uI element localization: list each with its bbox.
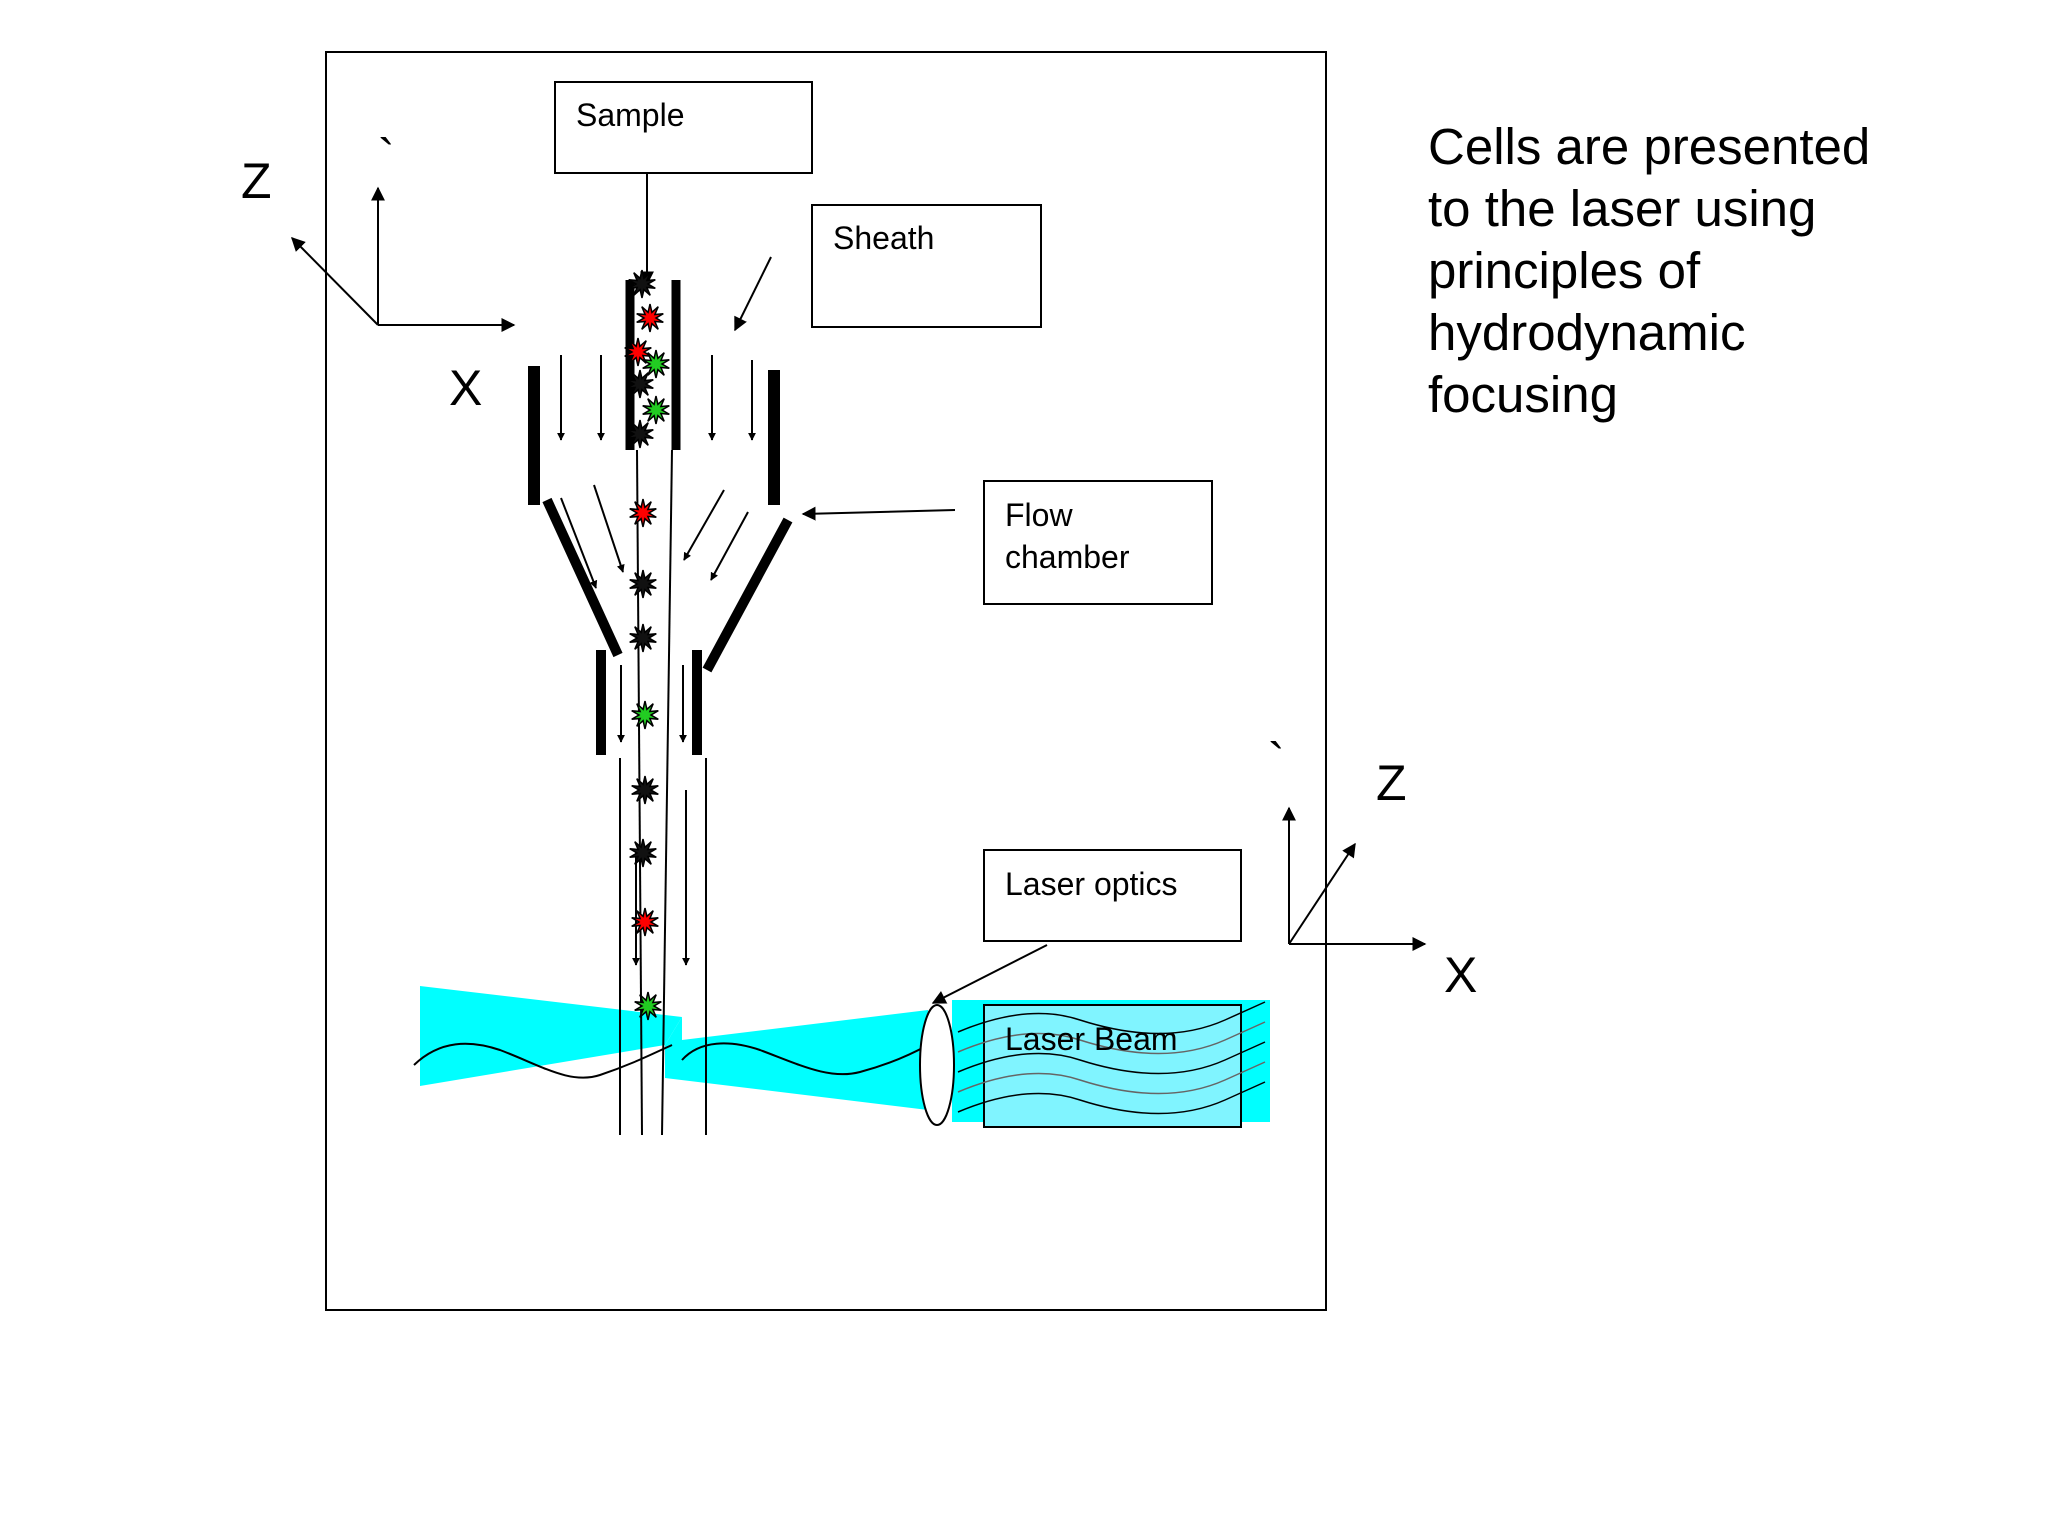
- axis-left-x-label: X: [449, 360, 482, 416]
- axes-left: Z X `: [241, 129, 516, 416]
- caption-line: hydrodynamic: [1428, 304, 1746, 361]
- cell-black: [626, 419, 654, 449]
- sheath-label: Sheath: [833, 220, 934, 256]
- cell-black: [629, 838, 657, 868]
- axis-left-z-label: Z: [241, 153, 272, 209]
- laser-wave-left: [413, 1042, 673, 1079]
- caption: Cells are presented to the laser using p…: [1428, 116, 1988, 426]
- cell-green: [642, 395, 670, 425]
- cell-black: [631, 775, 659, 805]
- caption-line: to the laser using: [1428, 180, 1817, 237]
- cell-black: [626, 369, 654, 399]
- cell-red: [624, 337, 652, 367]
- laser-lens-icon: [919, 1004, 955, 1126]
- cell-black: [629, 569, 657, 599]
- laser-optics-arrow: [931, 944, 1048, 1004]
- caption-line: principles of: [1428, 242, 1701, 299]
- cell-black: [628, 269, 656, 299]
- laser-optics-label: Laser optics: [1005, 866, 1178, 902]
- laser-wave-right: [681, 1042, 929, 1076]
- caption-line: Cells are presented: [1428, 118, 1871, 175]
- cell-green: [634, 991, 662, 1021]
- flow-chamber-label-line2: chamber: [1005, 539, 1130, 575]
- axis-left-y-arrow: [291, 237, 379, 326]
- chamber-right-taper: [702, 517, 793, 673]
- axis-right-x-label: X: [1444, 947, 1477, 1003]
- axis-right-z-label: Z: [1376, 755, 1407, 811]
- flow-chamber-label-line1: Flow: [1005, 497, 1073, 533]
- axis-right-y-arrow: [1288, 842, 1356, 945]
- cell-red: [631, 907, 659, 937]
- flow-chamber-arrow: [801, 506, 956, 521]
- sample-box: Sample: [554, 81, 813, 174]
- cell-red: [629, 498, 657, 528]
- axis-left-tick: `: [378, 129, 395, 185]
- axis-right-tick: `: [1268, 733, 1285, 789]
- core-stream-right: [661, 449, 673, 1136]
- cell-green: [631, 700, 659, 730]
- axes-right: Z X `: [1268, 733, 1477, 1003]
- sheath-flow-arrows: [557, 355, 756, 966]
- sheath-arrow: [734, 256, 772, 332]
- laser-optics-box: Laser optics: [983, 849, 1242, 942]
- cells-group: [624, 269, 670, 1021]
- cell-black: [629, 623, 657, 653]
- sample-label: Sample: [576, 97, 685, 133]
- flow-chamber-box: Flow chamber: [983, 480, 1213, 605]
- diagram-frame: [325, 51, 1327, 1311]
- laser-beam-box: Laser Beam: [957, 1001, 1266, 1128]
- chamber-left-taper: [542, 497, 623, 658]
- laser-beam-right-cone: [665, 1010, 928, 1110]
- flow-chamber: [528, 280, 793, 1136]
- laser-beam-label: Laser Beam: [1005, 1021, 1178, 1057]
- laser-beam-left-cone: [420, 986, 682, 1086]
- cell-red: [636, 303, 664, 333]
- sheath-box: Sheath: [811, 204, 1042, 328]
- caption-line: focusing: [1428, 366, 1618, 423]
- cell-green: [642, 349, 670, 379]
